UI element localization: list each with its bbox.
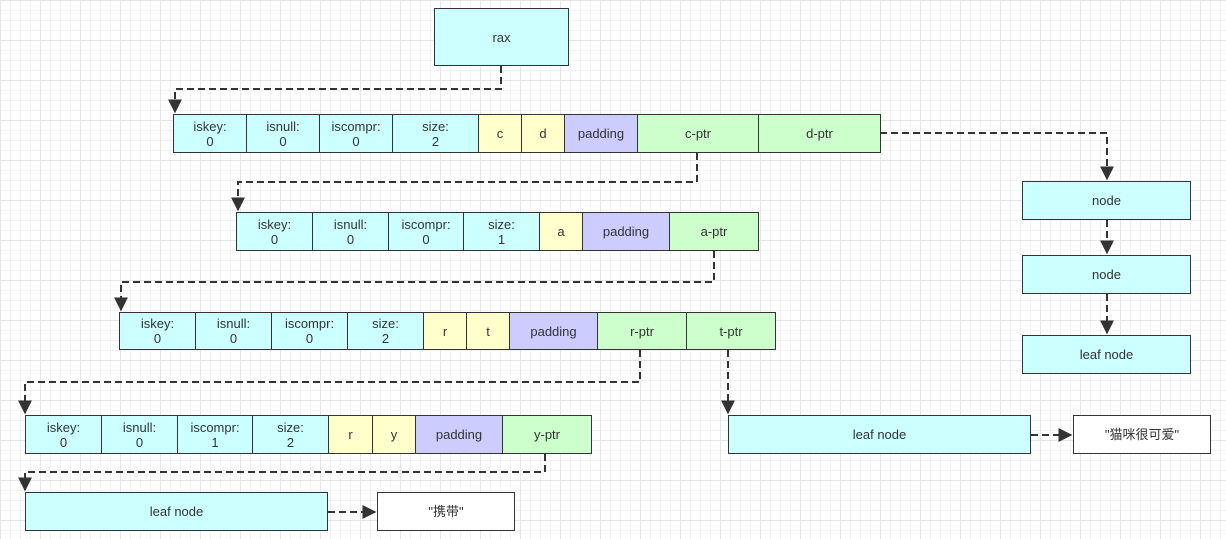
- rptr-to-row4-arrow: [18, 350, 641, 415]
- right-leaf-node: leaf node: [1022, 335, 1191, 374]
- node-row-3-cell: size: 2: [347, 312, 424, 350]
- y-leaf-value: "携带": [377, 492, 515, 531]
- node-row-1-cell: size: 2: [392, 114, 479, 153]
- node-row-1-cell: iskey: 0: [173, 114, 247, 153]
- node-row-1-cell: padding: [564, 114, 638, 153]
- aptr-to-row3-arrow: [114, 251, 715, 312]
- node-row-4-cell: y: [372, 415, 416, 454]
- node-row-1-cell: c: [478, 114, 522, 153]
- node-row-2-cell: a-ptr: [669, 212, 759, 251]
- node-row-1-cell: d-ptr: [758, 114, 881, 153]
- node-row-2-cell: iscompr: 0: [388, 212, 464, 251]
- rax-root: rax: [434, 8, 569, 66]
- node-row-1-cell: c-ptr: [637, 114, 759, 153]
- node-row-2-cell: isnull: 0: [312, 212, 389, 251]
- node-row-4-cell: isnull: 0: [101, 415, 178, 454]
- node-row-4-cell: y-ptr: [502, 415, 592, 454]
- t-leaf-node: leaf node: [728, 415, 1031, 454]
- node-row-3-cell: iscompr: 0: [271, 312, 348, 350]
- rax-to-row1-arrow: [168, 66, 502, 114]
- dptr-to-node-arrow: [880, 132, 1114, 181]
- node-row-3-cell: padding: [509, 312, 598, 350]
- node-row-3-cell: r-ptr: [597, 312, 687, 350]
- y-leaf-node: leaf node: [25, 492, 328, 531]
- right-node-2: node: [1022, 255, 1191, 294]
- cptr-to-row2-arrow: [231, 153, 698, 212]
- node-row-3-cell: t: [466, 312, 510, 350]
- node-row-3-cell: iskey: 0: [119, 312, 196, 350]
- right-node-1: node: [1022, 181, 1191, 220]
- node-row-1-cell: isnull: 0: [246, 114, 320, 153]
- node-row-2-cell: padding: [582, 212, 670, 251]
- node-row-2-cell: a: [539, 212, 583, 251]
- node-row-4-cell: size: 2: [252, 415, 329, 454]
- node-row-3-cell: r: [423, 312, 467, 350]
- yptr-to-leaf-arrow: [18, 454, 546, 492]
- node-row-4-cell: iscompr: 1: [177, 415, 253, 454]
- node-row-2-cell: size: 1: [463, 212, 540, 251]
- node-row-4-cell: padding: [415, 415, 503, 454]
- t-leaf-value: "猫咪很可爱": [1073, 415, 1211, 454]
- node-row-4-cell: r: [328, 415, 373, 454]
- node-row-1-cell: iscompr: 0: [319, 114, 393, 153]
- node-row-2-cell: iskey: 0: [236, 212, 313, 251]
- node-row-4-cell: iskey: 0: [25, 415, 102, 454]
- node-row-3-cell: t-ptr: [686, 312, 776, 350]
- node-row-3-cell: isnull: 0: [195, 312, 272, 350]
- node-row-1-cell: d: [521, 114, 565, 153]
